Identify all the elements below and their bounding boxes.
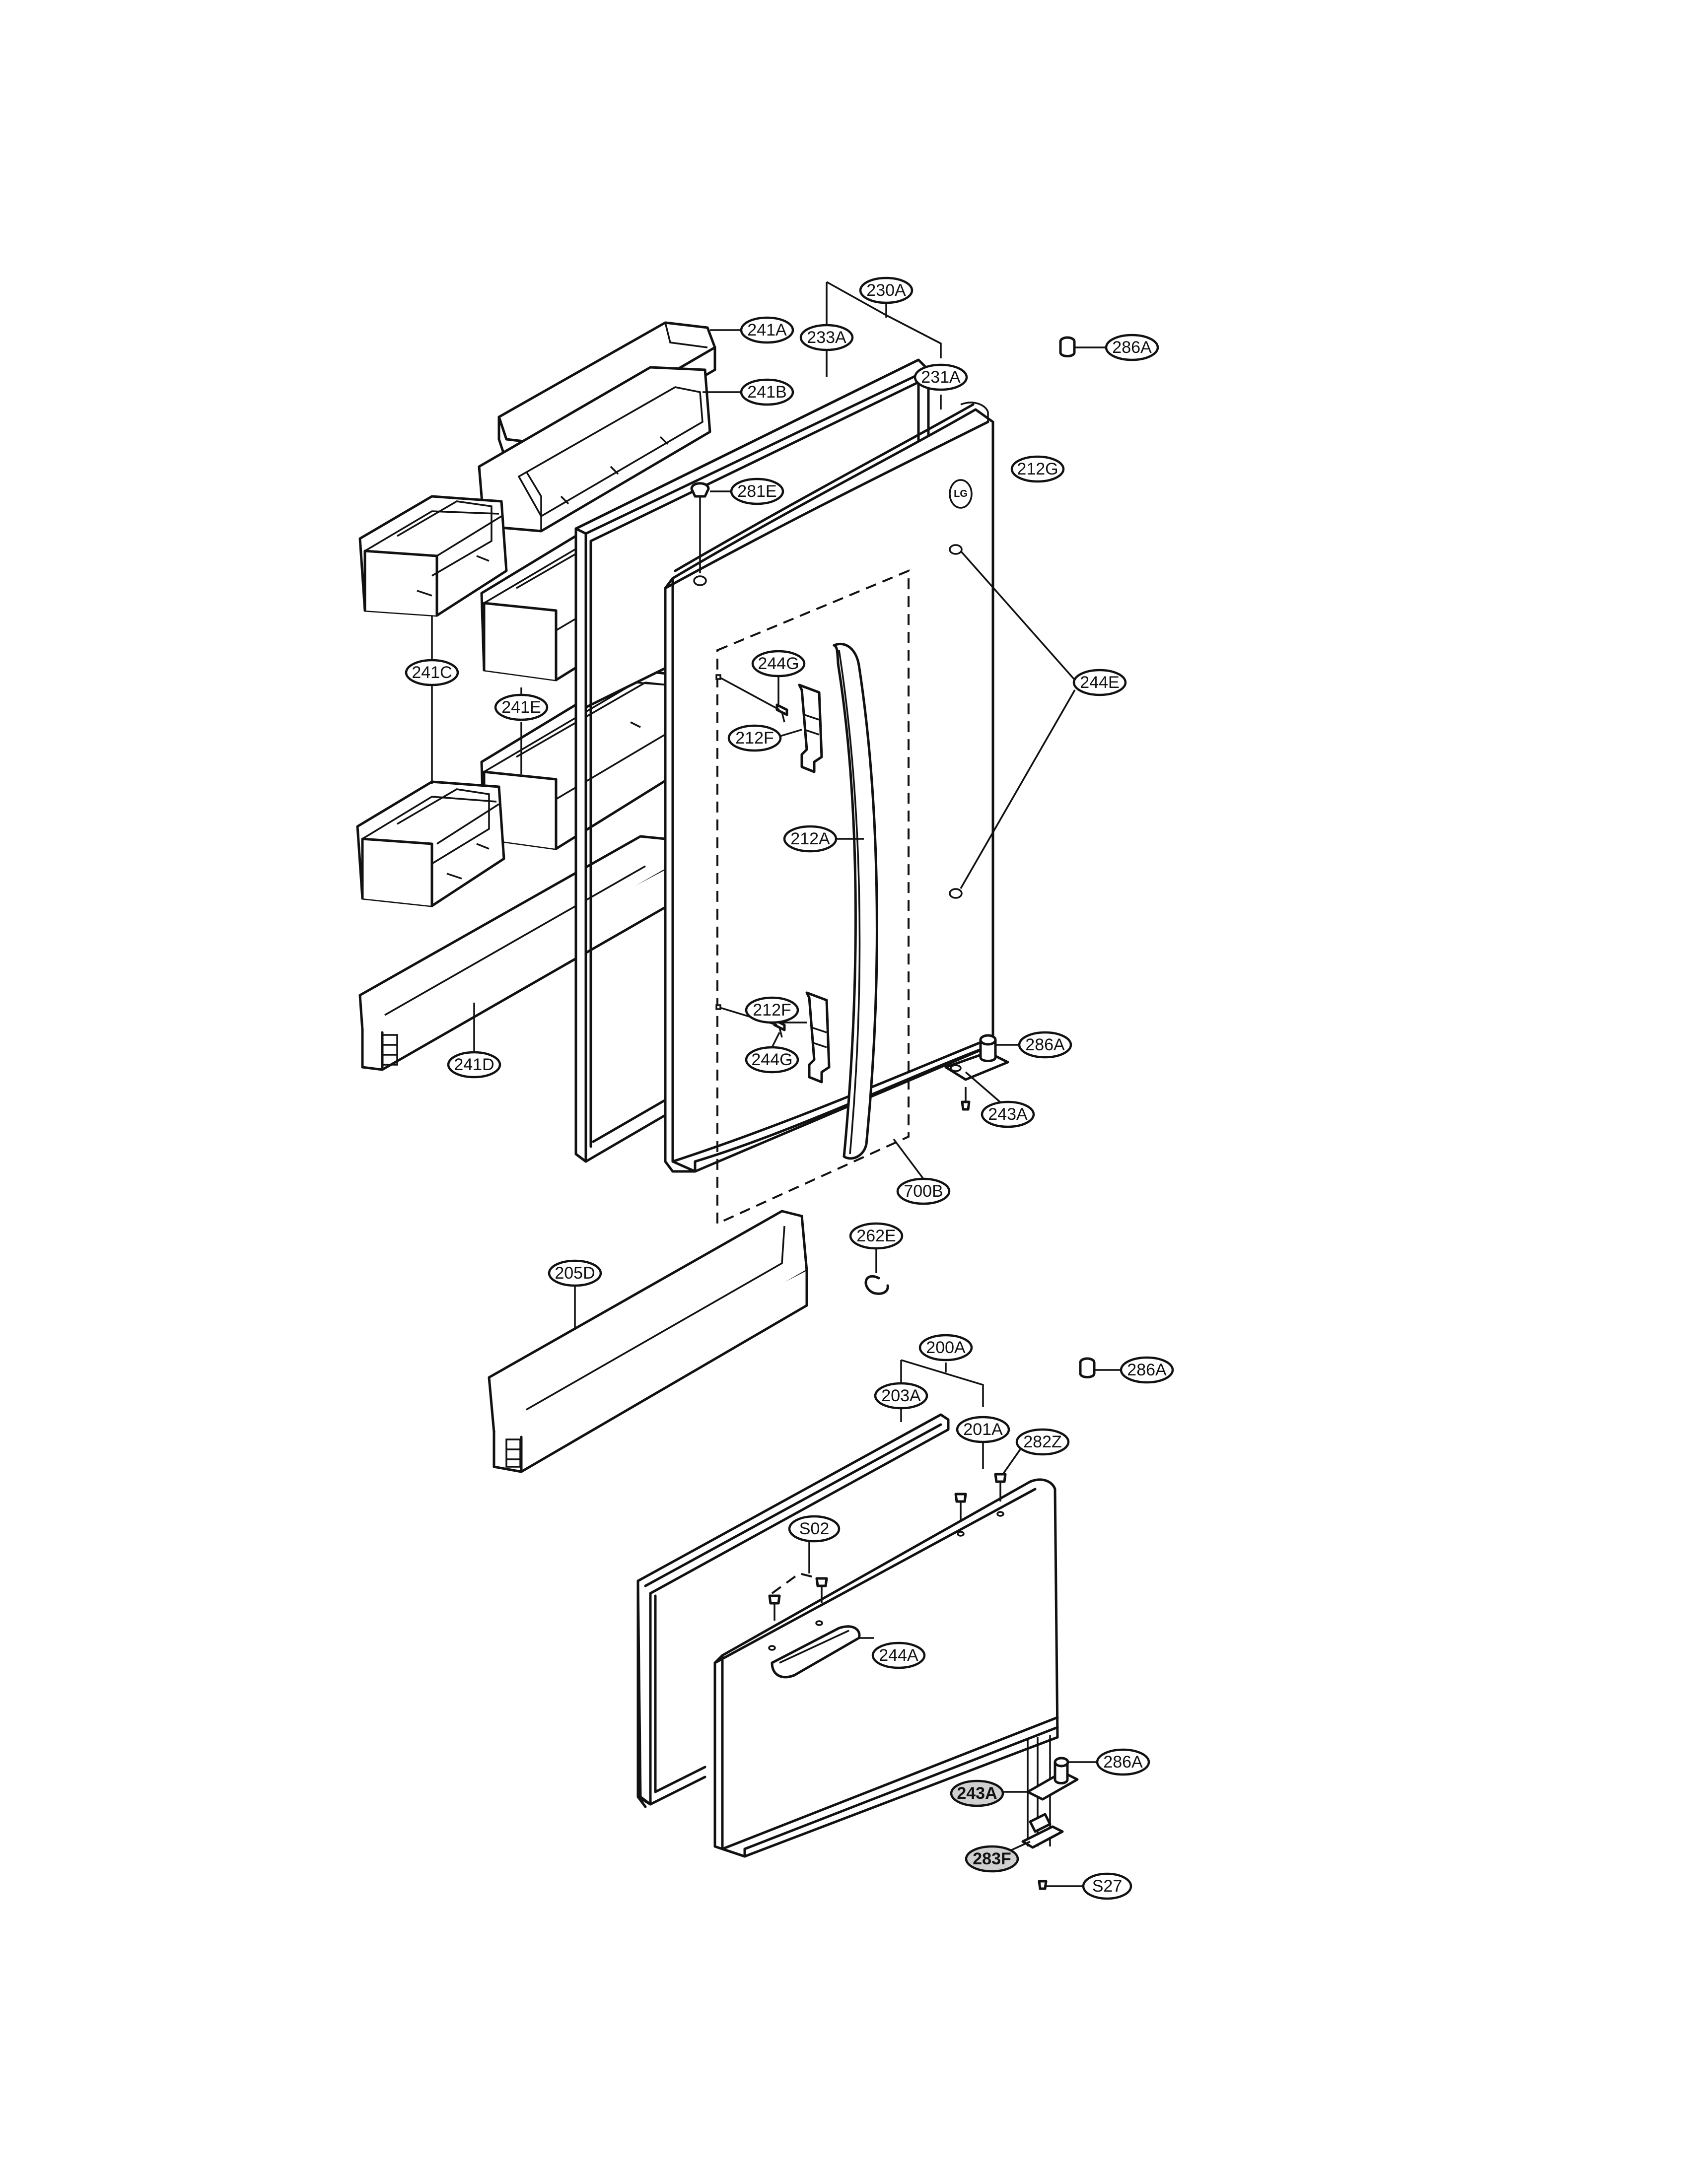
door-basket-241c-lower — [356, 780, 505, 907]
door-basket-241c-upper — [358, 495, 508, 617]
callout-241C: 241C — [405, 659, 459, 686]
lower-hinge-assembly — [1021, 1735, 1079, 1890]
callout-286A-2: 286A — [1018, 1031, 1072, 1059]
lg-logo: LG — [954, 488, 968, 499]
callout-286A-4: 286A — [1096, 1748, 1150, 1776]
callout-212G: 212G — [1010, 455, 1065, 483]
svg-text:S27: S27 — [1092, 1877, 1123, 1896]
callout-286A-3: 286A — [1120, 1356, 1174, 1384]
callout-212F-2: 212F — [745, 996, 799, 1024]
svg-text:212A: 212A — [790, 829, 830, 848]
callout-283F: 283F — [965, 1845, 1019, 1873]
cap-286a-top — [1059, 336, 1076, 357]
svg-text:281E: 281E — [737, 482, 776, 501]
svg-text:262E: 262E — [856, 1227, 896, 1245]
svg-text:241A: 241A — [747, 321, 787, 340]
svg-text:233A: 233A — [807, 328, 846, 347]
bottle-bin-205d — [488, 1210, 808, 1473]
svg-text:241C: 241C — [412, 663, 452, 682]
callout-S27: S27 — [1082, 1872, 1132, 1900]
svg-text:282Z: 282Z — [1023, 1433, 1062, 1451]
svg-text:230A: 230A — [866, 281, 906, 300]
callout-201A: 201A — [956, 1416, 1010, 1443]
callout-281E: 281E — [730, 478, 784, 505]
screws-s02 — [768, 1572, 828, 1621]
screws-282z — [954, 1473, 1007, 1521]
callout-231A: 231A — [914, 363, 968, 391]
svg-text:244E: 244E — [1080, 673, 1119, 692]
svg-text:203A: 203A — [881, 1386, 921, 1405]
callout-244G-2: 244G — [745, 1046, 799, 1074]
bracket-212f-lower — [805, 991, 831, 1084]
svg-text:S02: S02 — [799, 1519, 830, 1538]
gasket-203a — [636, 1413, 950, 1808]
svg-text:231A: 231A — [921, 368, 961, 387]
svg-text:241D: 241D — [454, 1055, 494, 1074]
callout-203A: 203A — [874, 1382, 928, 1410]
svg-text:286A: 286A — [1103, 1753, 1143, 1772]
svg-text:205D: 205D — [555, 1264, 595, 1283]
svg-text:700B: 700B — [904, 1182, 943, 1201]
svg-text:212F: 212F — [753, 1001, 791, 1020]
svg-text:243A: 243A — [988, 1105, 1028, 1124]
svg-text:243A: 243A — [957, 1784, 997, 1803]
svg-text:286A: 286A — [1112, 338, 1152, 357]
callout-233A: 233A — [799, 324, 854, 351]
callout-S02: S02 — [788, 1515, 841, 1543]
callout-282Z: 282Z — [1015, 1428, 1070, 1456]
callout-212F-1: 212F — [727, 724, 782, 752]
svg-text:241E: 241E — [501, 698, 541, 717]
callout-200A: 200A — [918, 1334, 973, 1362]
svg-text:201A: 201A — [963, 1420, 1003, 1439]
fridge-door-231a: LG — [664, 402, 994, 1226]
callout-243A-2: 243A — [950, 1779, 1004, 1807]
callout-241A: 241A — [740, 316, 794, 344]
screw-244g-upper — [715, 674, 788, 723]
svg-text:244A: 244A — [879, 1646, 918, 1665]
callout-244A: 244A — [871, 1641, 926, 1669]
callout-244G-1: 244G — [751, 650, 806, 678]
svg-text:212F: 212F — [735, 729, 774, 748]
callout-205D: 205D — [548, 1259, 602, 1287]
svg-text:241B: 241B — [747, 383, 786, 402]
svg-text:286A: 286A — [1025, 1035, 1065, 1054]
svg-text:286A: 286A — [1127, 1361, 1167, 1379]
callout-230A: 230A — [859, 276, 914, 304]
callout-241E: 241E — [494, 693, 549, 721]
callout-212A: 212A — [783, 825, 838, 853]
callout-241D: 241D — [447, 1051, 501, 1079]
cap-286a-freezer — [1079, 1357, 1096, 1378]
callout-243A-1: 243A — [981, 1100, 1035, 1128]
callout-262E: 262E — [849, 1222, 904, 1250]
callout-244E: 244E — [1072, 669, 1127, 696]
leader-lines — [431, 281, 1122, 1887]
handle-212a — [833, 642, 878, 1160]
bracket-212f-upper — [798, 683, 823, 773]
callout-286A-1: 286A — [1105, 334, 1159, 361]
svg-text:244G: 244G — [751, 1050, 792, 1069]
callout-700B: 700B — [896, 1177, 951, 1205]
svg-text:244G: 244G — [758, 654, 799, 673]
svg-text:212G: 212G — [1017, 460, 1058, 478]
svg-text:283F: 283F — [973, 1849, 1011, 1868]
snap-ring-262e — [864, 1275, 889, 1295]
freezer-door-201a — [713, 1478, 1059, 1858]
callout-241B: 241B — [740, 378, 794, 406]
middle-hinge-243a — [944, 1034, 1009, 1111]
svg-text:200A: 200A — [926, 1338, 966, 1357]
cap-281e — [690, 482, 710, 573]
